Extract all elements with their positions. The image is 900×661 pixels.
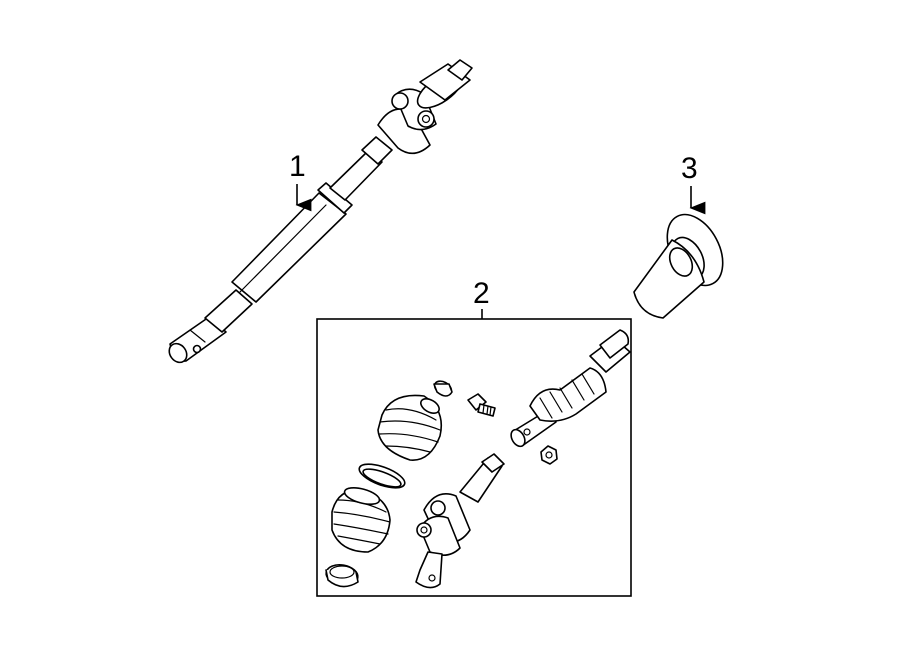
kit-contents-box bbox=[316, 318, 632, 597]
callout-1-label: 1 bbox=[289, 150, 306, 183]
upper-kit-shaft bbox=[510, 329, 631, 448]
upper-bellows-boot bbox=[377, 394, 443, 461]
bolt-component bbox=[467, 393, 496, 417]
seal-cup-component bbox=[325, 563, 359, 588]
shaft-seal-part[interactable] bbox=[633, 205, 734, 319]
lower-bellows-boot bbox=[331, 486, 391, 553]
intermediate-shaft-part[interactable] bbox=[166, 59, 473, 366]
nut-component bbox=[540, 445, 558, 465]
shaft-kit-part[interactable] bbox=[325, 329, 631, 589]
small-ring-component bbox=[433, 380, 453, 397]
callout-3-label: 3 bbox=[681, 152, 698, 185]
clamp-ring-component bbox=[358, 463, 406, 489]
callout-2-label: 2 bbox=[473, 277, 490, 310]
lower-kit-ujoint bbox=[415, 453, 505, 589]
